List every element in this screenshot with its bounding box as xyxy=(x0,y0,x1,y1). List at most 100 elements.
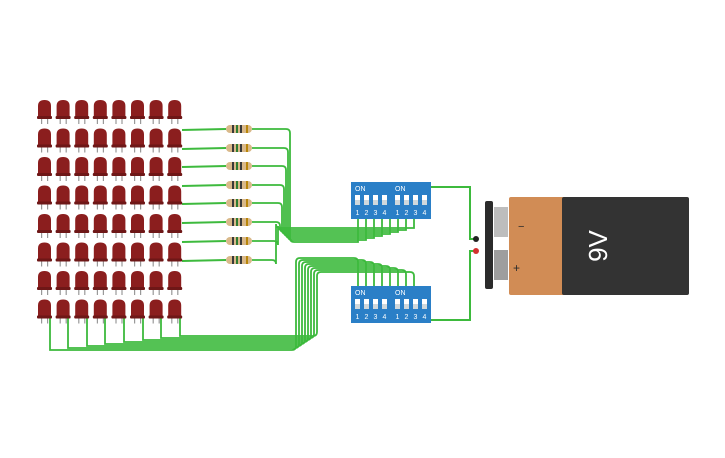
led[interactable] xyxy=(55,185,71,210)
led[interactable] xyxy=(111,100,127,124)
wire-row-to-resistor xyxy=(181,240,227,243)
led[interactable] xyxy=(148,299,164,324)
dip-pin-label: 4 xyxy=(423,314,427,321)
wire-row-to-resistor xyxy=(181,184,227,187)
led[interactable] xyxy=(111,214,127,238)
wire-row-to-resistor xyxy=(181,165,227,168)
led[interactable] xyxy=(167,128,183,153)
led[interactable] xyxy=(167,100,183,124)
led[interactable] xyxy=(111,128,127,153)
led[interactable] xyxy=(111,157,127,181)
led[interactable] xyxy=(37,242,52,267)
led[interactable] xyxy=(74,242,90,267)
led[interactable] xyxy=(92,214,108,238)
led[interactable] xyxy=(74,214,90,238)
resistor[interactable] xyxy=(226,125,252,133)
led[interactable] xyxy=(130,157,145,181)
wire-battery-positive xyxy=(430,250,476,321)
led[interactable] xyxy=(148,242,164,267)
led[interactable] xyxy=(37,299,52,324)
led[interactable] xyxy=(55,214,71,238)
resistor[interactable] xyxy=(226,181,252,189)
battery-label-area xyxy=(562,197,689,295)
led[interactable] xyxy=(130,100,145,124)
dip-pin-label: 1 xyxy=(356,314,360,321)
led[interactable] xyxy=(55,100,71,124)
led[interactable] xyxy=(92,242,108,267)
led[interactable] xyxy=(37,214,52,238)
led[interactable] xyxy=(92,157,108,181)
led[interactable] xyxy=(130,128,145,153)
wire-column-to-switch xyxy=(67,259,367,349)
led[interactable] xyxy=(92,100,108,124)
wire-column-to-switch xyxy=(142,267,399,341)
led[interactable] xyxy=(148,157,164,181)
led[interactable] xyxy=(111,242,127,267)
led[interactable] xyxy=(130,299,145,324)
wire-column-to-switch xyxy=(123,265,391,343)
led[interactable] xyxy=(92,128,108,153)
resistor[interactable] xyxy=(226,162,252,170)
led[interactable] xyxy=(74,100,90,124)
led[interactable] xyxy=(74,299,90,324)
led[interactable] xyxy=(37,128,52,153)
led[interactable] xyxy=(37,100,52,124)
dip-pin-label: 3 xyxy=(414,210,418,217)
battery-9v[interactable]: − + 9V xyxy=(473,197,689,295)
led[interactable] xyxy=(74,128,90,153)
led[interactable] xyxy=(92,271,108,295)
led[interactable] xyxy=(167,185,183,210)
led[interactable] xyxy=(74,271,90,295)
led[interactable] xyxy=(92,185,108,210)
led[interactable] xyxy=(92,299,108,324)
led[interactable] xyxy=(130,271,145,295)
led[interactable] xyxy=(37,271,52,295)
led[interactable] xyxy=(55,242,71,267)
led[interactable] xyxy=(148,185,164,210)
led[interactable] xyxy=(130,242,145,267)
battery-lead-negative xyxy=(473,236,479,242)
wire-row-to-resistor xyxy=(181,221,227,224)
led[interactable] xyxy=(130,214,145,238)
led[interactable] xyxy=(37,185,52,210)
resistor[interactable] xyxy=(226,218,252,226)
led[interactable] xyxy=(167,242,183,267)
dip-pin-label: 4 xyxy=(383,314,387,321)
led[interactable] xyxy=(55,299,71,324)
led[interactable] xyxy=(111,299,127,324)
led[interactable] xyxy=(111,185,127,210)
wire-battery-negative xyxy=(430,186,476,240)
led[interactable] xyxy=(167,299,183,324)
battery-body xyxy=(509,197,567,295)
resistor[interactable] xyxy=(226,144,252,152)
wire-column-to-switch xyxy=(104,263,383,345)
led[interactable] xyxy=(55,128,71,153)
led[interactable] xyxy=(37,157,52,181)
led[interactable] xyxy=(167,271,183,295)
wire-column-to-switch xyxy=(179,271,415,337)
led[interactable] xyxy=(74,157,90,181)
led[interactable] xyxy=(148,100,164,124)
led[interactable] xyxy=(148,214,164,238)
led[interactable] xyxy=(111,271,127,295)
led[interactable] xyxy=(74,185,90,210)
led[interactable] xyxy=(55,157,71,181)
led[interactable] xyxy=(167,157,183,181)
led-matrix xyxy=(37,100,183,324)
led[interactable] xyxy=(167,214,183,238)
led[interactable] xyxy=(130,185,145,210)
resistor[interactable] xyxy=(226,237,252,245)
led[interactable] xyxy=(148,271,164,295)
dip-pin-label: 4 xyxy=(383,210,387,217)
wire-row-to-resistor xyxy=(181,259,227,262)
dip-pin-label: 3 xyxy=(414,314,418,321)
resistor[interactable] xyxy=(226,256,252,264)
led[interactable] xyxy=(55,271,71,295)
resistor[interactable] xyxy=(226,199,252,207)
led[interactable] xyxy=(148,128,164,153)
